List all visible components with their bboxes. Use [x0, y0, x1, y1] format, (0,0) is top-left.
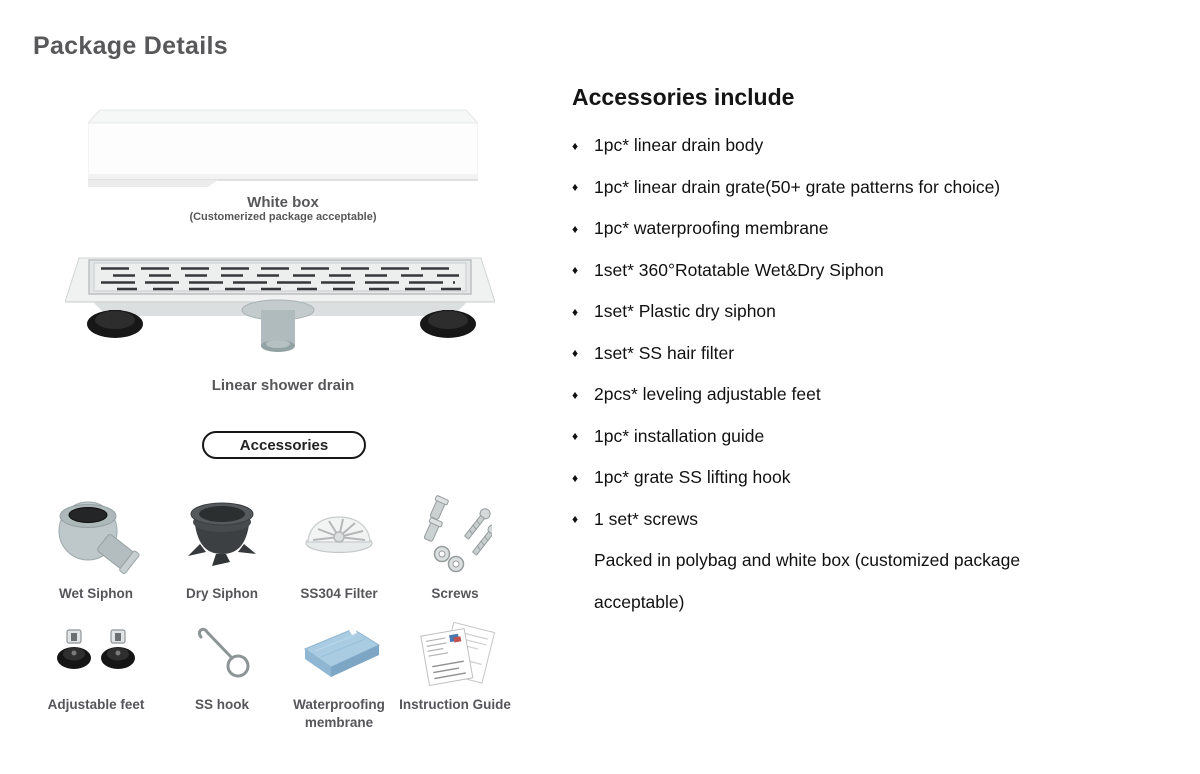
- diamond-bullet-icon: ♦: [572, 429, 579, 444]
- page-title: Package Details: [33, 32, 228, 60]
- accessory-label: SS hook: [194, 697, 249, 712]
- accessory-label: Adjustable feet: [47, 697, 145, 712]
- list-item: ♦ 2pcs* leveling adjustable feet: [572, 384, 821, 405]
- diamond-bullet-icon: ♦: [572, 263, 579, 278]
- white-box-image: [86, 108, 480, 188]
- screws-icon: [418, 487, 492, 583]
- linear-drain-image: [64, 256, 496, 364]
- instruction-guide-icon: [413, 616, 497, 694]
- accessory-label: Screws: [431, 586, 479, 601]
- accessory-screws: Screws: [395, 487, 515, 603]
- accessory-instruction-guide: Instruction Guide: [395, 616, 515, 714]
- accessories-include-heading: Accessories include: [572, 84, 795, 110]
- ss-hook-icon: [186, 616, 258, 694]
- accessory-adjustable-feet: Adjustable feet: [36, 616, 156, 714]
- diamond-bullet-icon: ♦: [572, 304, 579, 319]
- list-item: ♦ 1pc* linear drain grate(50+ grate patt…: [572, 176, 1001, 197]
- accessory-wet-siphon: Wet Siphon: [36, 487, 156, 603]
- diamond-bullet-icon: ♦: [572, 470, 579, 485]
- accessories-button-label: Accessories: [239, 436, 329, 454]
- diamond-bullet-icon: ♦: [572, 221, 579, 236]
- accessory-ss-hook: SS hook: [162, 616, 282, 714]
- list-item: ♦ 1 set* screws: [572, 508, 699, 529]
- accessory-label: Instruction Guide: [399, 697, 511, 712]
- white-box-graphic: [86, 109, 480, 187]
- list-item: ♦ 1pc* grate SS lifting hook: [572, 467, 791, 488]
- diamond-bullet-icon: ♦: [572, 512, 579, 527]
- accessory-label: Wet Siphon: [59, 586, 133, 601]
- list-item: ♦ 1pc* linear drain body: [572, 135, 764, 156]
- accessories-button[interactable]: Accessories: [202, 431, 366, 459]
- waterproofing-membrane-icon: [295, 616, 383, 694]
- linear-drain-caption: Linear shower drain: [211, 377, 355, 394]
- diamond-bullet-icon: ♦: [572, 180, 579, 195]
- list-item: ♦ 1set* 360°Rotatable Wet&Dry Siphon: [572, 259, 884, 280]
- accessory-dry-siphon: Dry Siphon: [162, 487, 282, 603]
- list-item: ♦ 1pc* waterproofing membrane: [572, 218, 829, 239]
- accessories-list: ♦ 1pc* linear drain body ♦ 1pc* linear d…: [572, 125, 1172, 623]
- ss304-filter-icon: [301, 487, 377, 583]
- diamond-bullet-icon: ♦: [572, 387, 579, 402]
- wet-siphon-icon: [52, 487, 140, 583]
- list-item: ♦ 1pc* installation guide: [572, 425, 765, 446]
- accessory-label: Dry Siphon: [185, 586, 258, 601]
- packing-note-line: Packed in polybag and white box (customi…: [594, 550, 1021, 571]
- linear-drain-graphic: [64, 257, 496, 352]
- list-item: ♦ 1set* Plastic dry siphon: [572, 301, 776, 322]
- accessory-label: Waterproofing membrane: [293, 697, 385, 731]
- accessory-ss304-filter: SS304 Filter: [279, 487, 399, 603]
- accessory-membrane: Waterproofing membrane: [279, 616, 399, 732]
- diamond-bullet-icon: ♦: [572, 346, 579, 361]
- dry-siphon-icon: [182, 487, 262, 583]
- white-box-caption: White box: [247, 194, 319, 211]
- diamond-bullet-icon: ♦: [572, 138, 579, 153]
- list-item: ♦ 1set* SS hair filter: [572, 342, 735, 363]
- packing-note-line: acceptable): [594, 591, 685, 612]
- accessory-label: SS304 Filter: [300, 586, 378, 601]
- white-box-subcaption: (Customerized package acceptable): [189, 211, 377, 223]
- adjustable-feet-icon: [54, 616, 138, 694]
